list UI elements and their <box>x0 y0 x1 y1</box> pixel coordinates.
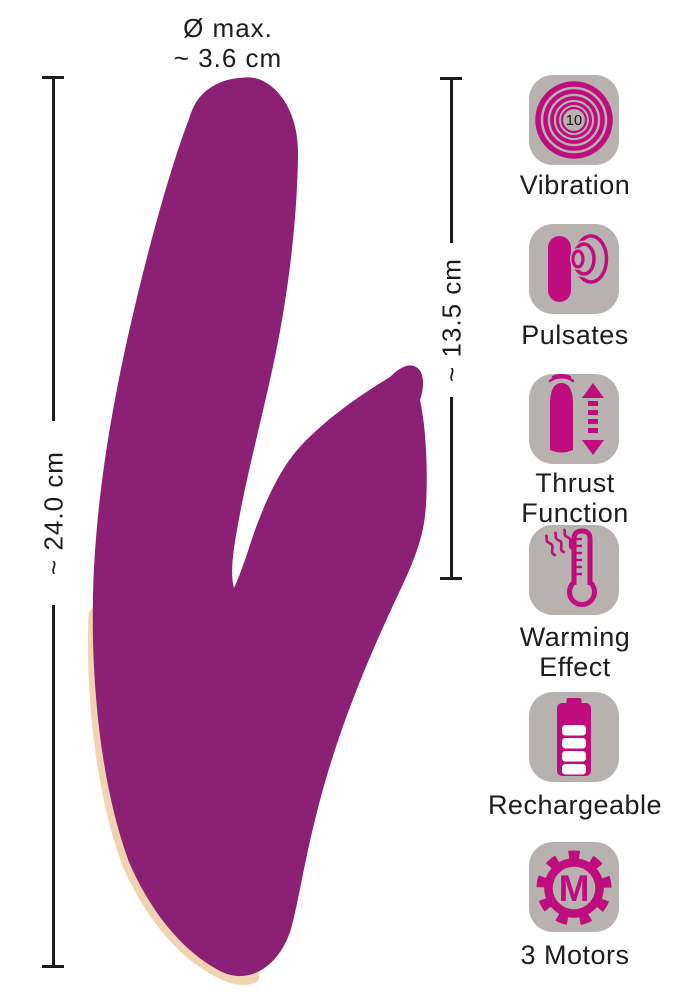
feature-badge-rechargeable <box>529 692 619 782</box>
thermometer-icon <box>545 528 597 607</box>
insertable-line-lower <box>450 397 453 579</box>
diameter-label-line2: ~ 3.6 cm <box>173 43 283 73</box>
thrust-arrows-icon <box>548 374 604 455</box>
diameter-dimension: Ø max. ~ 3.6 cm <box>108 13 348 73</box>
length-cap-bottom <box>42 965 64 968</box>
insertable-line-upper <box>450 77 453 243</box>
pulsating-waves-icon <box>548 232 611 302</box>
insertable-label: ~ 13.5 cm <box>436 258 467 382</box>
feature-label-pulsates: Pulsates <box>521 320 629 350</box>
length-label: ~ 24.0 cm <box>38 451 69 575</box>
feature-badge-vibration: 10 <box>529 75 619 165</box>
feature-label-thrust: Thrust Function <box>521 468 629 528</box>
vibration-modes-count: 10 <box>566 113 582 129</box>
gear-motor-icon: M <box>536 850 612 926</box>
motor-letter: M <box>559 868 590 909</box>
product-body <box>92 77 427 977</box>
battery-icon <box>557 698 591 776</box>
feature-label-motors: 3 Motors <box>520 940 630 970</box>
feature-badge-motors: M <box>529 842 619 932</box>
length-line-upper <box>52 76 55 421</box>
heat-waves <box>545 528 575 557</box>
feature-badge-thrust <box>529 374 619 464</box>
feature-label-warming: Warming Effect <box>519 622 631 682</box>
feature-label-rechargeable: Rechargeable <box>487 790 663 820</box>
insertable-cap-bottom <box>440 577 462 580</box>
vibration-rings-icon: 10 <box>535 81 613 159</box>
feature-badge-warming <box>529 525 619 615</box>
feature-label-vibration: Vibration <box>519 170 631 200</box>
feature-badge-pulsates <box>529 224 619 314</box>
length-line-lower <box>52 605 55 967</box>
diameter-label-line1: Ø max. <box>183 13 273 43</box>
